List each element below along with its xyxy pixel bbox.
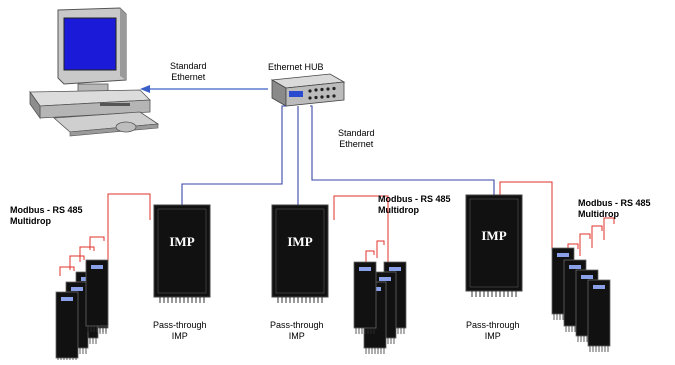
ethernet-links	[181, 105, 495, 205]
modbus-label-1: Modbus - RS 485 Multidrop	[10, 205, 83, 226]
ethernet-arrow	[140, 85, 268, 93]
ethernet-hub-icon	[270, 73, 346, 107]
imp-device-1: IMP	[153, 204, 211, 303]
modbus-label-2: Modbus - RS 485 Multidrop	[378, 194, 451, 215]
imp-label-2: IMP	[287, 234, 312, 249]
passthrough-label-1: Pass-through IMP	[153, 320, 207, 341]
ethernet-link-1	[181, 105, 286, 205]
imp-device-2: IMP	[271, 204, 329, 303]
imp-device-3: IMP	[465, 194, 523, 297]
computer-icon	[29, 7, 160, 137]
meter-stack-1	[55, 259, 109, 365]
passthrough-label-3: Pass-through IMP	[466, 320, 520, 341]
meter-stack-2	[353, 261, 407, 355]
imp-label-1: IMP	[169, 234, 194, 249]
meter-stack-3	[551, 247, 611, 353]
standard-ethernet-label-right: Standard Ethernet	[338, 128, 375, 149]
passthrough-label-2: Pass-through IMP	[270, 320, 324, 341]
rs485-links	[59, 181, 615, 276]
standard-ethernet-label-left: Standard Ethernet	[170, 61, 207, 82]
ethernet-hub-label: Ethernet HUB	[268, 62, 324, 72]
modbus-label-3: Modbus - RS 485 Multidrop	[578, 198, 651, 219]
imp-label-3: IMP	[481, 228, 506, 243]
ethernet-link-3	[310, 105, 495, 195]
